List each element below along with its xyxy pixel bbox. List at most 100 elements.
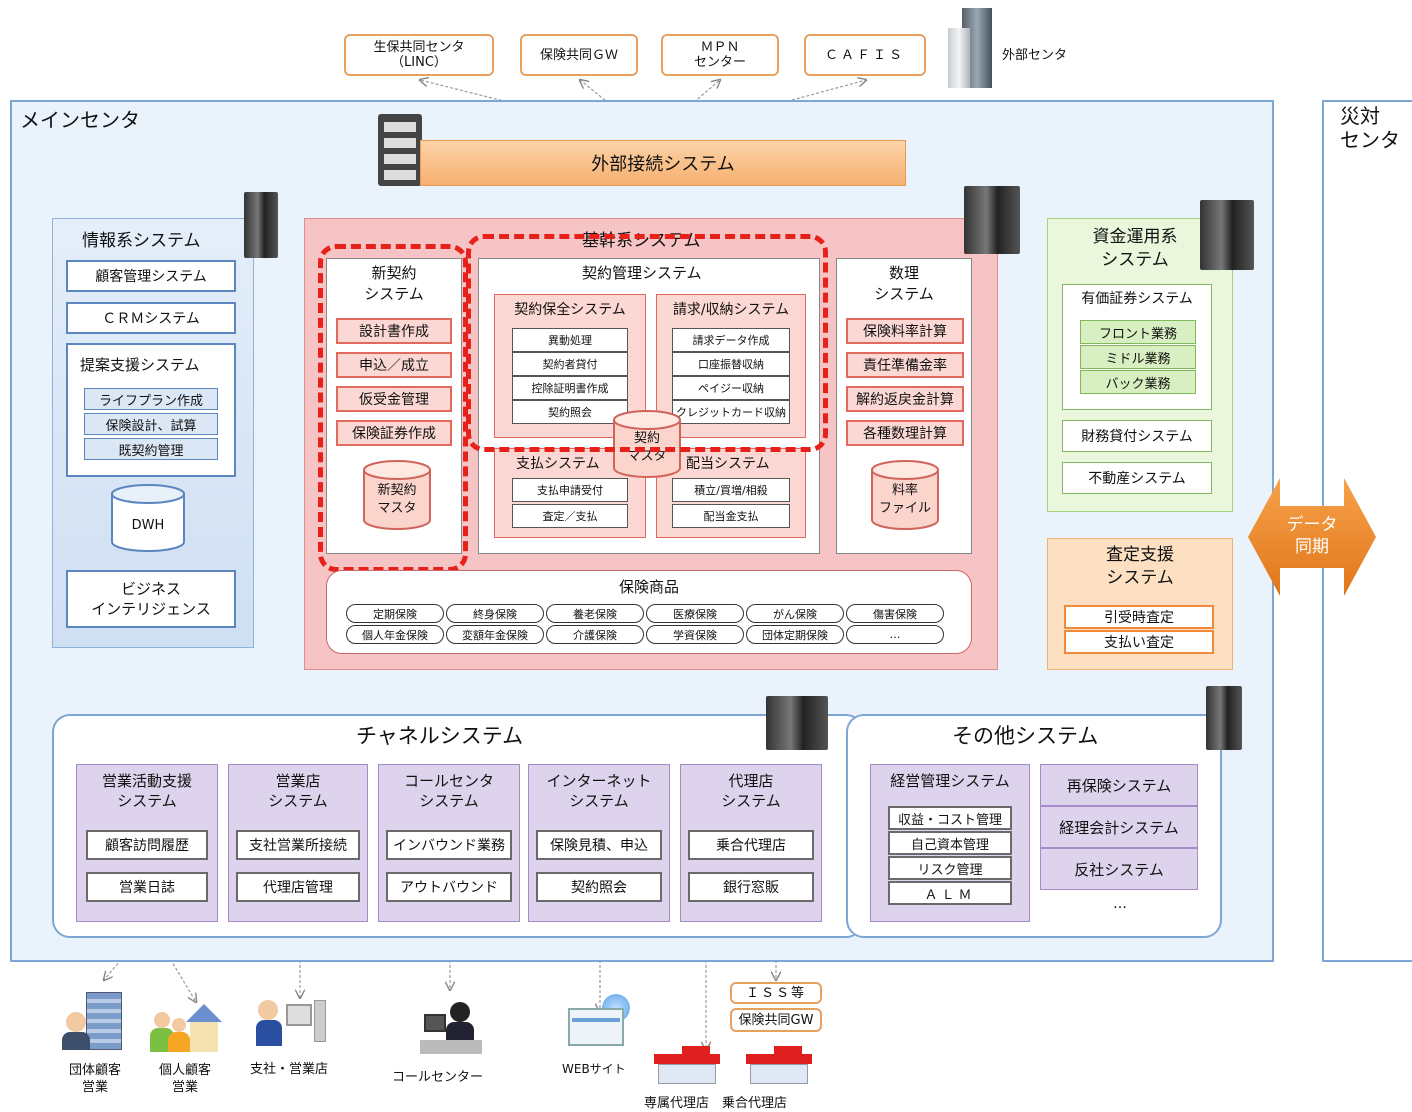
- proposal-item-design: 保険設計、試算: [84, 413, 218, 435]
- contract-mgmt-title: 契約管理システム: [582, 264, 702, 282]
- billing-system-title: 請求/収納システム: [672, 302, 790, 318]
- endpoint-group: 団体顧客 営業: [68, 1063, 121, 1095]
- channel-item: 乗合代理店: [688, 830, 814, 860]
- proposal-support-title: 提案支援システム: [80, 356, 200, 374]
- securities-item-back: バック業務: [1080, 370, 1196, 394]
- product-pill: 個人年金保険: [346, 625, 444, 644]
- management-system-title: 経営管理システム: [890, 771, 1010, 790]
- actuarial-item-misc: 各種数理計算: [846, 420, 964, 446]
- billing-item-payeasy: ペイジー収納: [672, 376, 790, 400]
- ext-box-mpn: ＭＰＮ センター: [661, 34, 779, 76]
- product-pill: 団体定期保険: [746, 625, 844, 644]
- endpoint-branch: 支社・営業店: [250, 1062, 329, 1077]
- assessment-title: 査定支援 システム: [1106, 545, 1174, 588]
- actuarial-title: 数理 システム: [874, 264, 934, 303]
- fund-item-finance-loan: 財務貸付システム: [1062, 420, 1212, 452]
- securities-item-middle: ミドル業務: [1080, 345, 1196, 369]
- fund-system-title: 資金運用系 システム: [1092, 227, 1178, 270]
- outside-center-label: 外部センタ: [1002, 48, 1068, 63]
- info-item-bi: ビジネス インテリジェンス: [66, 570, 236, 628]
- gw-box: 保険共同GW: [730, 1008, 822, 1032]
- office-worker-icon: [256, 996, 328, 1050]
- server-icon: [964, 186, 1020, 254]
- maintenance-item-deduction: 控除証明書作成: [512, 376, 628, 400]
- info-item-customer-mgmt: 顧客管理システム: [66, 260, 236, 292]
- ext-box-hoken-gw: 保険共同ＧＷ: [520, 34, 638, 76]
- management-item: 収益・コスト管理: [888, 806, 1012, 830]
- securities-title: 有価証券システム: [1081, 291, 1193, 307]
- billing-item-transfer: 口座振替収納: [672, 352, 790, 376]
- iss-box: ＩＳＳ等: [730, 982, 822, 1004]
- securities-item-front: フロント業務: [1080, 320, 1196, 344]
- new-contract-db-icon: [362, 460, 432, 530]
- endpoint-agents: 専属代理店 乗合代理店: [644, 1096, 788, 1111]
- maintenance-system-title: 契約保全システム: [514, 302, 626, 318]
- new-contract-db-label: 新契約 マスタ: [377, 483, 417, 516]
- assessment-item-underwriting: 引受時査定: [1064, 605, 1214, 629]
- product-pill: 介護保険: [546, 625, 644, 644]
- website-icon: [568, 994, 632, 1048]
- fund-item-realestate: 不動産システム: [1062, 462, 1212, 494]
- call-center-operator-icon: [420, 1000, 482, 1054]
- maintenance-item-change: 異動処理: [512, 328, 628, 352]
- other-item-reinsurance: 再保険システム: [1040, 764, 1198, 806]
- endpoint-personal: 個人顧客 営業: [158, 1063, 211, 1095]
- products-title: 保険商品: [618, 577, 679, 596]
- channel-item: 顧客訪問履歴: [86, 830, 208, 860]
- product-pill: 養老保険: [546, 604, 644, 623]
- channel-item: 契約照会: [536, 872, 662, 902]
- proposal-item-existing: 既契約管理: [84, 438, 218, 460]
- rate-file-db-icon: [870, 460, 940, 530]
- actuarial-item-premium: 保険料率計算: [846, 318, 964, 344]
- product-pill: 医療保険: [646, 604, 744, 623]
- maintenance-item-loan: 契約者貸付: [512, 352, 628, 376]
- channel-item: 銀行窓販: [688, 872, 814, 902]
- management-item: リスク管理: [888, 856, 1012, 880]
- other-system-title: その他システム: [952, 724, 1099, 748]
- data-sync-label: データ 同期: [1286, 515, 1338, 557]
- rate-file-db-label: 料率 ファイル: [878, 483, 931, 516]
- channel-system-title: チャネルシステム: [356, 724, 524, 748]
- info-item-crm: ＣＲＭシステム: [66, 302, 236, 334]
- payment-item-accept: 支払申請受付: [512, 478, 628, 502]
- dwh-label: DWH: [131, 517, 165, 533]
- dividend-system-title: 配当システム: [686, 456, 770, 472]
- dr-center-label: 災対 センタ: [1340, 104, 1400, 152]
- payment-system-title: 支払システム: [516, 456, 600, 472]
- contract-master-db-label: 契約 マスタ: [627, 431, 667, 464]
- main-center-label: メインセンタ: [20, 108, 140, 132]
- management-item: ＡＬＭ: [888, 881, 1012, 905]
- new-contract-item-suspense: 仮受金管理: [336, 386, 452, 412]
- server-rack-icon: [378, 114, 422, 186]
- server-icon: [1206, 686, 1242, 750]
- management-item: 自己資本管理: [888, 831, 1012, 855]
- building-icon: [948, 8, 996, 88]
- channel-col-title: コールセンタ システム: [403, 772, 494, 810]
- product-pill: …: [846, 625, 944, 644]
- dwh-database-icon: [110, 484, 186, 552]
- server-icon: [1200, 200, 1254, 270]
- new-contract-highlight: [318, 244, 468, 572]
- other-more: …: [1113, 896, 1127, 912]
- billing-item-data: 請求データ作成: [672, 328, 790, 352]
- ext-box-cafis: ＣＡＦＩＳ: [804, 34, 926, 76]
- info-system-title: 情報系システム: [82, 231, 201, 251]
- dividend-item-pay: 配当金支払: [672, 504, 790, 528]
- multi-agency-shop-icon: [746, 1046, 812, 1086]
- actuarial-item-reserve: 責任準備金率: [846, 352, 964, 378]
- proposal-item-lifeplan: ライフプラン作成: [84, 388, 218, 410]
- server-icon: [766, 696, 828, 750]
- product-pill: 学資保険: [646, 625, 744, 644]
- channel-item: 営業日誌: [86, 872, 208, 902]
- new-contract-item-design-doc: 設計書作成: [336, 318, 452, 344]
- new-contract-item-policy: 保険証券作成: [336, 420, 452, 446]
- external-connection-system: 外部接続システム: [420, 140, 906, 186]
- product-pill: 定期保険: [346, 604, 444, 623]
- channel-item: インバウンド業務: [386, 830, 512, 860]
- contract-mgmt-highlight: [466, 234, 828, 452]
- assessment-item-payment: 支払い査定: [1064, 630, 1214, 654]
- product-pill: 傷害保険: [846, 604, 944, 623]
- family-house-icon: [150, 1004, 222, 1054]
- channel-item: 支社営業所接続: [236, 830, 360, 860]
- endpoint-web: WEBサイト: [562, 1062, 626, 1076]
